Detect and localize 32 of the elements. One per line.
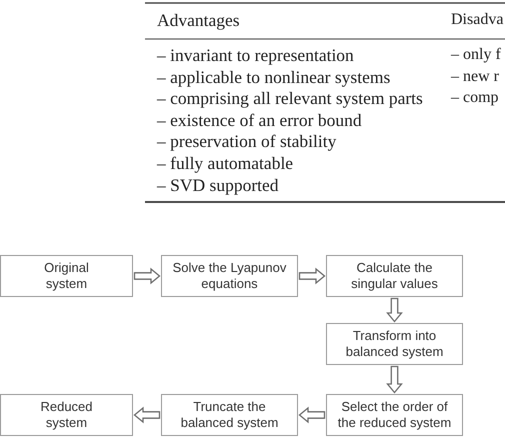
process-box	[161, 394, 298, 436]
step-label: Select the order of the reduced system	[336, 398, 452, 432]
block-arrow	[298, 406, 326, 424]
table-cell: – only f	[451, 45, 501, 65]
block-arrow	[134, 268, 161, 284]
process-box	[326, 323, 463, 365]
block-arrow	[133, 406, 160, 424]
process-box	[161, 255, 298, 297]
table-cell: – applicable to nonlinear systems	[157, 66, 390, 87]
process-box	[0, 255, 133, 297]
column-header: Advantages	[157, 10, 240, 30]
table-cell: – existence of an error bound	[157, 110, 362, 130]
table-cell: – comprising all relevant system parts	[157, 88, 423, 108]
table-cell: – preservation of stability	[157, 131, 336, 152]
table-cell: – fully automatable	[157, 153, 294, 173]
step-label: Reduced system	[39, 398, 94, 432]
block-arrow	[386, 298, 403, 323]
column-header: Disadva	[451, 10, 504, 30]
step-label: Original system	[43, 260, 90, 292]
table-cell: – invariant to representation	[157, 45, 354, 65]
table-cell: – comp	[451, 88, 499, 108]
process-box	[0, 394, 133, 436]
table-cell: – SVD supported	[157, 174, 279, 195]
step-label: Solve the Lyapunov equations	[172, 260, 288, 292]
table-cell: – new r	[451, 66, 499, 87]
process-box	[326, 394, 463, 436]
step-label: Calculate the singular values	[350, 260, 439, 292]
process-box	[326, 255, 463, 297]
step-label: Truncate the balanced system	[180, 398, 280, 432]
block-arrow	[298, 268, 326, 284]
step-label: Transform into balanced system	[344, 328, 444, 360]
block-arrow	[386, 366, 403, 394]
